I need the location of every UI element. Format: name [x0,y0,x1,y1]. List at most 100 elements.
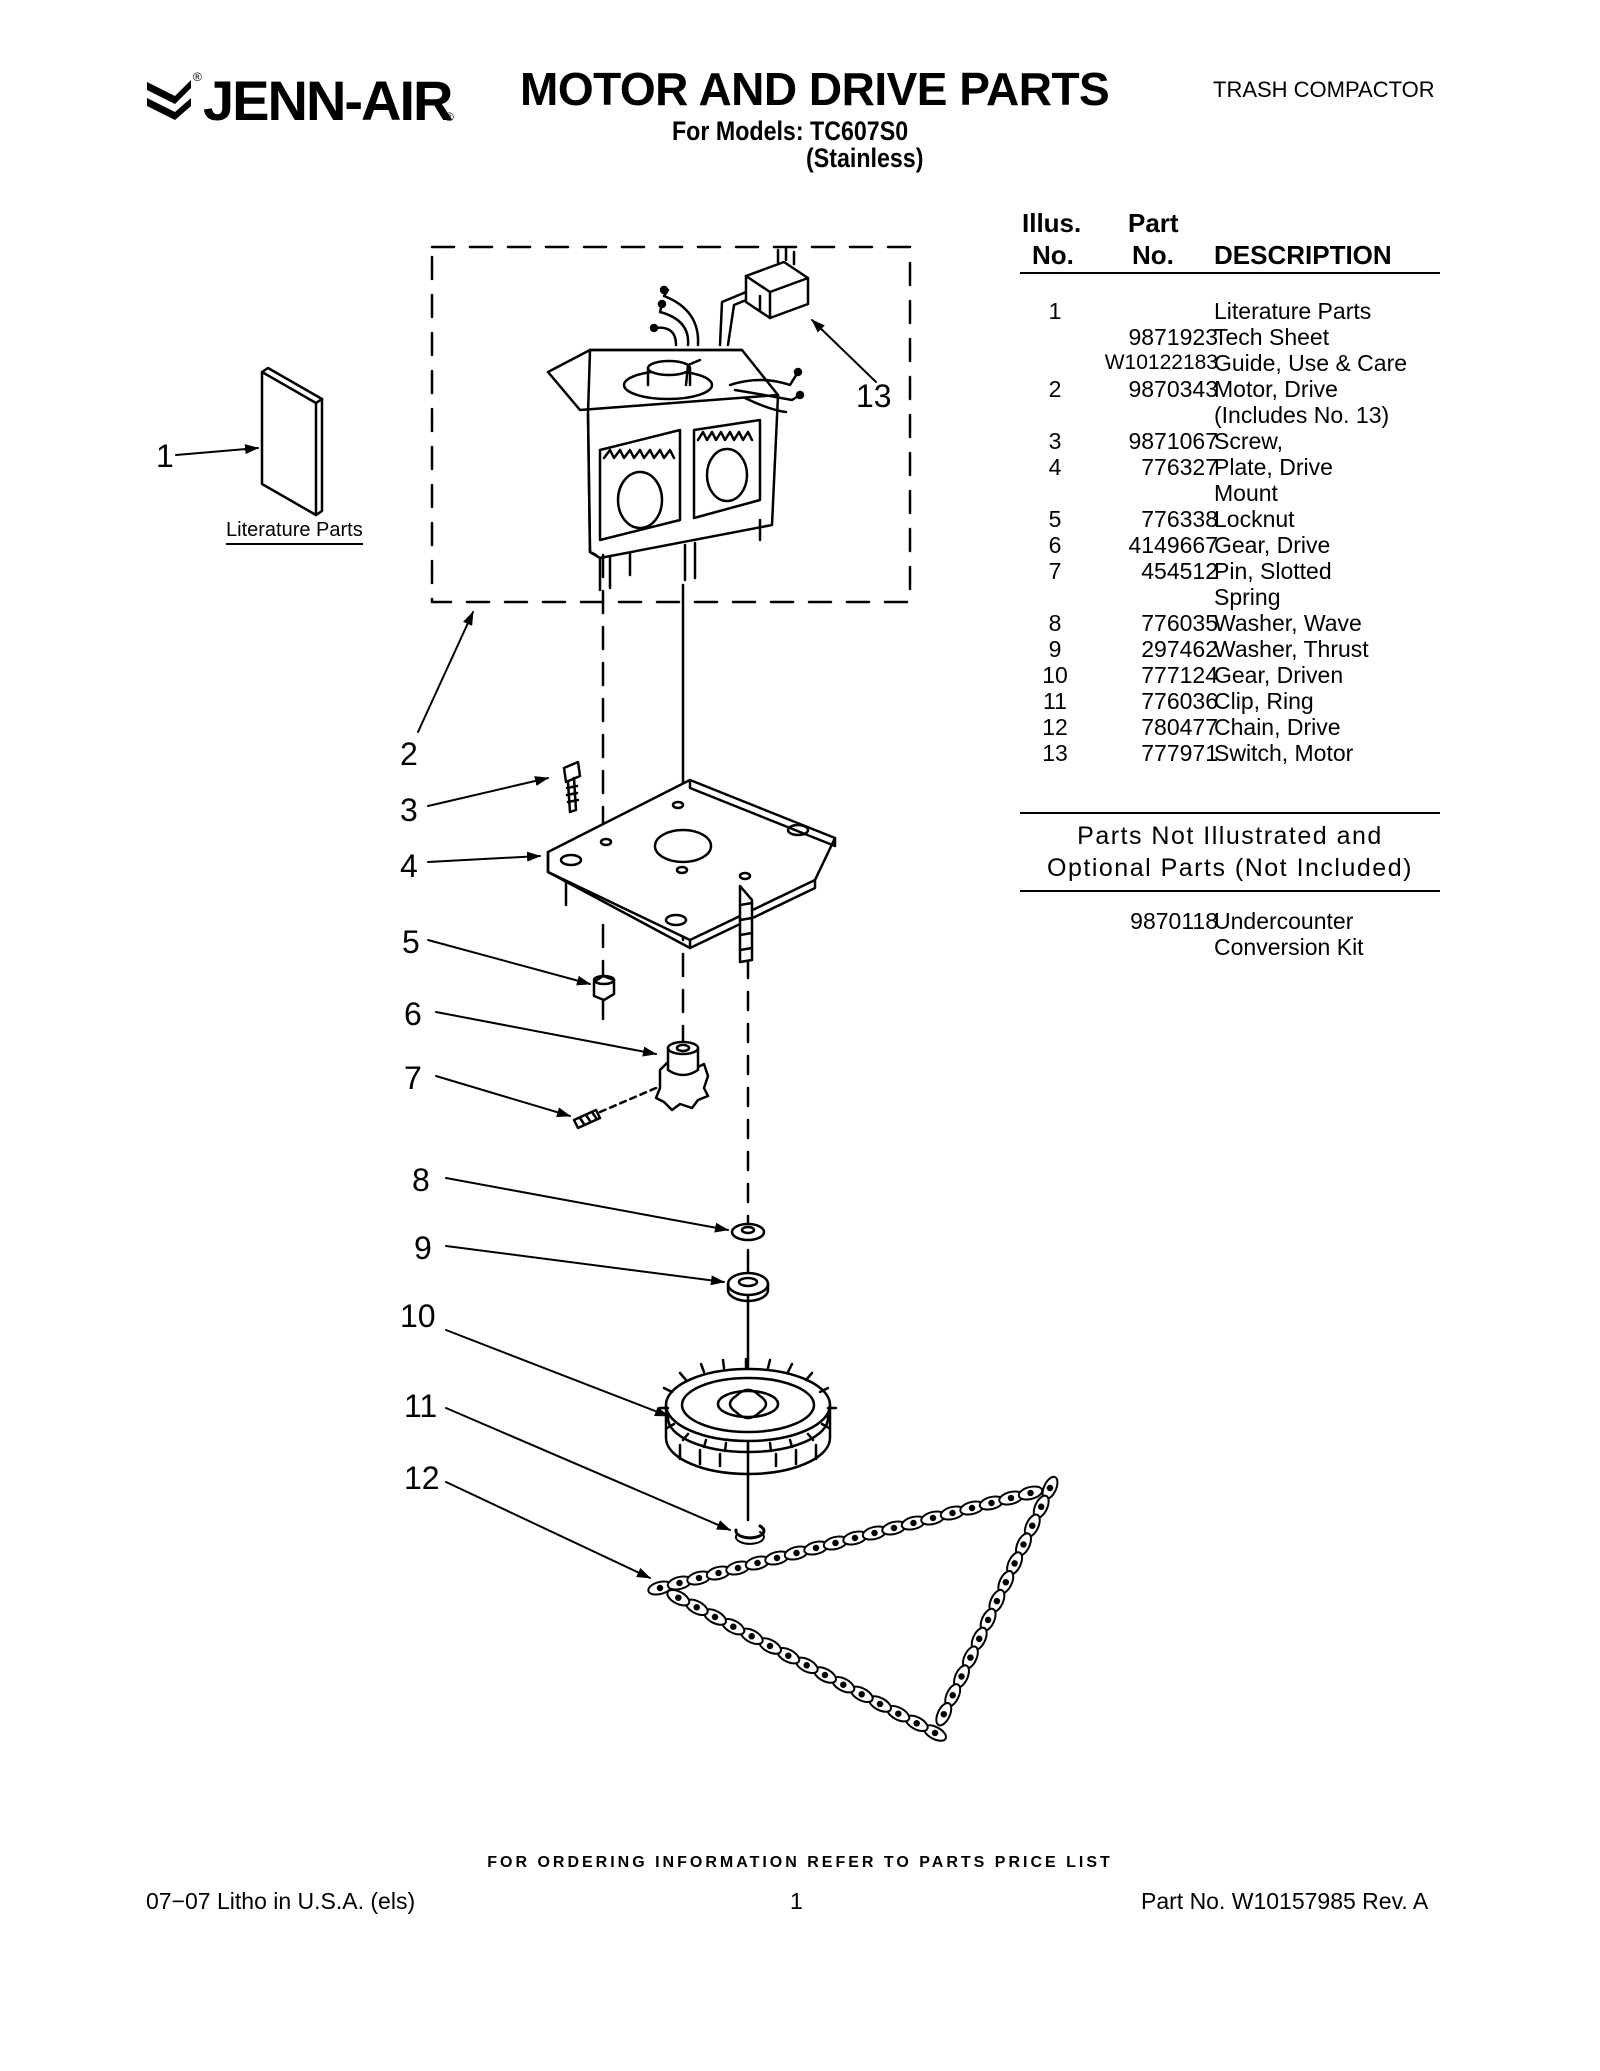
part-description: Plate, Drive [1214,454,1333,480]
header-description: DESCRIPTION [1214,240,1392,270]
chain-pin [940,1710,948,1718]
callout-9: 9 [414,1230,432,1266]
chain-pin [929,1514,937,1522]
chain-pin [1020,1541,1027,1548]
chain-pin [656,1584,664,1592]
screw-icon [562,760,582,814]
illus-number: 1 [1048,298,1062,324]
chain-pin [1029,1522,1036,1529]
part-number: W10122183 [1104,351,1218,374]
header-illus-no: No. [1032,240,1074,270]
part-description: Screw, [1214,428,1284,454]
chain-pin [968,1504,976,1512]
callout-leaders [175,319,877,1579]
part-description: Literature Parts [1214,298,1372,324]
model-variant: (Stainless) [806,143,924,173]
illus-number: 6 [1048,532,1062,558]
literature-book-icon [260,366,324,517]
ordering-note: FOR ORDERING INFORMATION REFER TO PARTS … [487,1854,1113,1871]
chain-pin [993,1597,1001,1605]
illus-number: 10 [1042,662,1068,688]
brand-name: JENN-AIR [203,69,453,132]
brand-logo: ® JENN-AIR ® [145,66,455,136]
chain-pin [913,1720,920,1727]
chain-pin [675,1594,682,1601]
chain-pin [967,1654,974,1661]
part-description: Locknut [1214,506,1295,532]
chain-pin [895,1710,902,1717]
part-description: Gear, Driven [1214,662,1344,688]
chain-pin [851,1534,859,1542]
part-description: Mount [1214,480,1278,506]
chain-pin [988,1499,995,1507]
part-description: Washer, Wave [1214,610,1362,636]
part-number: 780477 [1141,714,1218,740]
part-description: Guide, Use & Care [1214,350,1408,376]
drive-chain-icon [647,1475,1059,1742]
page-number: 1 [790,1888,803,1914]
callout-6: 6 [404,996,422,1032]
part-description: Tech Sheet [1214,324,1330,350]
chain-pin [785,1652,792,1659]
chain-pin [949,1509,956,1517]
illus-number: 3 [1048,428,1062,454]
slotted-pin-icon [572,1086,658,1130]
thrust-washer-icon [726,1271,770,1303]
literature-parts-label: Literature Parts [226,519,363,545]
chain-pin [949,1692,956,1699]
chain-pin [984,1616,992,1624]
drive-motor-icon [546,276,805,592]
header-part: Part [1128,208,1179,238]
locknut-icon [592,974,616,1002]
chain-pin [734,1564,742,1572]
part-number: 9871923 [1128,324,1218,350]
part-description: (Includes No. 13) [1214,402,1390,428]
part-number: 776338 [1141,506,1218,532]
not-illustrated-box: Parts Not Illustrated and Optional Parts… [1020,812,1440,892]
callout-5: 5 [402,924,420,960]
motor-assembly-box [430,245,912,604]
chain-pin [693,1604,700,1611]
jenn-air-logo-mark-icon [147,80,191,120]
illus-number: 4 [1048,454,1062,480]
callout-12: 12 [404,1460,440,1496]
callout-4: 4 [400,848,418,884]
table-row: Spring [1020,584,1450,610]
print-info: 07−07 Litho in U.S.A. (els) [146,1888,416,1914]
chain-pin [754,1559,761,1567]
optional-row: Conversion Kit [1020,934,1450,960]
not-illustrated-line2: Optional Parts (Not Included) [1047,854,1413,882]
chain-pin [676,1579,683,1587]
wave-washer-icon [730,1222,766,1242]
callout-13: 13 [856,378,892,414]
chain-pin [910,1519,917,1527]
chain-pin [821,1671,829,1679]
chain-pin [1011,1560,1018,1567]
page-title: MOTOR AND DRIVE PARTS [520,63,1110,115]
document-part-number: Part No. W10157985 Rev. A [1141,1888,1429,1914]
illus-number: 11 [1043,688,1067,714]
chain-pin [748,1633,755,1640]
chain-pin [812,1544,820,1552]
chain-pin [711,1613,719,1621]
illus-number: 12 [1042,714,1068,740]
chain-pin [832,1539,839,1547]
chain-pin [876,1700,884,1708]
chain-pin [773,1554,781,1562]
callout-8: 8 [412,1162,430,1198]
callout-11: 11 [404,1388,438,1424]
part-number: 776327 [1141,454,1218,480]
part-number: 9870118 [1130,908,1218,934]
part-description: Conversion Kit [1214,934,1364,960]
illus-number: 13 [1042,740,1068,766]
part-number: 297462 [1141,636,1218,662]
part-number: 454512 [1141,558,1218,584]
